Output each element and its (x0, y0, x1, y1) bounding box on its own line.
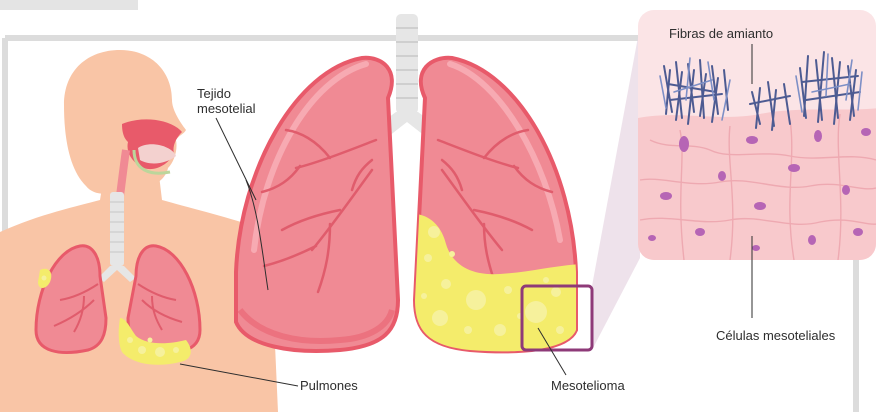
label-asbestos-fibers: Fibras de amianto (669, 26, 773, 41)
label-mesothelial-tissue: Tejido mesotelial (197, 86, 256, 116)
label-mesothelioma: Mesotelioma (551, 378, 625, 393)
label-lungs: Pulmones (300, 378, 358, 393)
large-left-lung (236, 58, 398, 351)
large-right-lung (410, 58, 580, 360)
magnified-tissue-panel (638, 10, 878, 262)
label-mesothelial-cells: Células mesoteliales (716, 328, 835, 343)
label-tejido-text: Tejido mesotelial (197, 86, 256, 116)
